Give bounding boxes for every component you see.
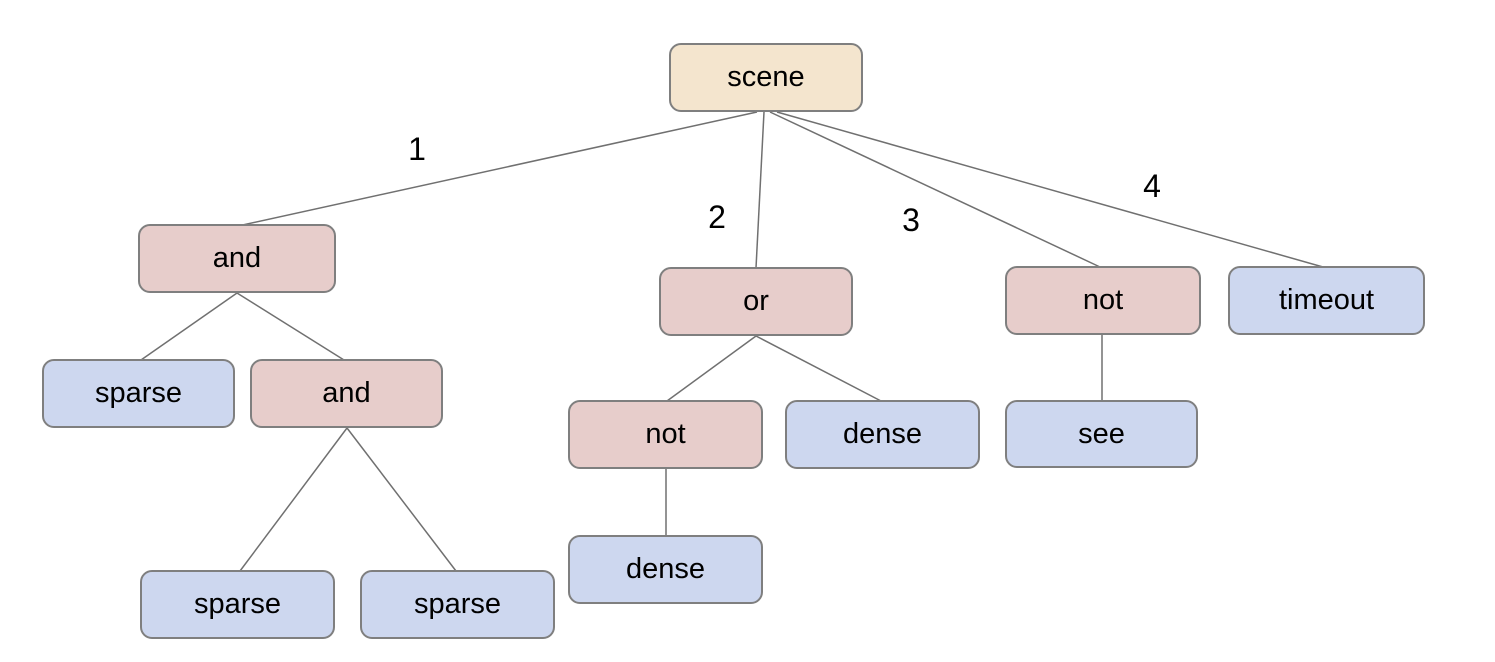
node-sparse-3: sparse xyxy=(360,570,555,639)
edge-scene-and xyxy=(237,111,758,227)
node-sparse-2: sparse xyxy=(140,570,335,639)
node-or: or xyxy=(659,267,853,336)
edge-and-and xyxy=(236,292,345,361)
node-and-inner: and xyxy=(250,359,443,428)
edge-label-2: 2 xyxy=(708,199,726,235)
node-not: not xyxy=(1005,266,1201,335)
edge-or-dense xyxy=(755,335,882,402)
edge-or-not xyxy=(666,335,757,402)
edge-scene-timeout xyxy=(776,111,1324,268)
node-timeout: timeout xyxy=(1228,266,1425,335)
edge-label-1: 1 xyxy=(408,131,426,167)
node-scene: scene xyxy=(669,43,863,112)
edge-scene-not xyxy=(769,111,1101,268)
node-dense: dense xyxy=(785,400,980,469)
node-not-inner: not xyxy=(568,400,763,469)
edge-and2-sparse xyxy=(239,427,348,572)
edge-scene-or xyxy=(755,111,765,269)
node-dense-2: dense xyxy=(568,535,763,604)
edge-label-3: 3 xyxy=(902,202,920,238)
node-and: and xyxy=(138,224,336,293)
node-sparse: sparse xyxy=(42,359,235,428)
edge-and2-sparse2 xyxy=(346,427,457,572)
edge-and-sparse xyxy=(140,292,238,361)
node-see: see xyxy=(1005,400,1198,468)
edge-label-4: 4 xyxy=(1143,168,1161,204)
